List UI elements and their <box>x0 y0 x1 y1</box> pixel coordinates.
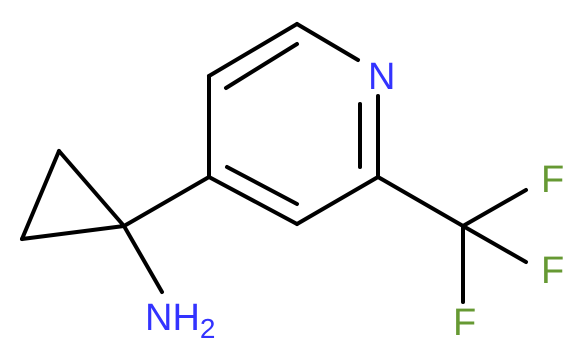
atom-fluorine-1: F <box>541 159 564 201</box>
bond-cf3-f1 <box>461 188 528 228</box>
bond-c1-c6-inner <box>225 165 299 206</box>
bond-c3-c4 <box>207 22 299 78</box>
bond-c4-n <box>295 22 360 62</box>
bond-cp1-cp2 <box>57 149 126 228</box>
bond-c2-cf3 <box>376 175 465 228</box>
bond-cp2-cp3 <box>20 149 61 241</box>
bond-cp1-amine <box>122 224 164 294</box>
amine-label: NH <box>145 297 200 339</box>
bond-c6-cyclopropyl <box>122 175 211 228</box>
bond-cp3-cp1 <box>20 224 126 241</box>
bond-c1-c6 <box>207 175 299 226</box>
atom-pyridine-nitrogen: N <box>368 56 395 98</box>
bond-cf3-f2 <box>461 224 528 264</box>
atom-fluorine-2: F <box>541 250 564 292</box>
bond-c3-c4-inner <box>224 42 299 90</box>
amine-subscript: 2 <box>200 313 216 344</box>
atom-amine: NH2 <box>145 297 215 344</box>
bond-c2-c1 <box>295 175 380 226</box>
atom-fluorine-3: F <box>453 302 476 344</box>
